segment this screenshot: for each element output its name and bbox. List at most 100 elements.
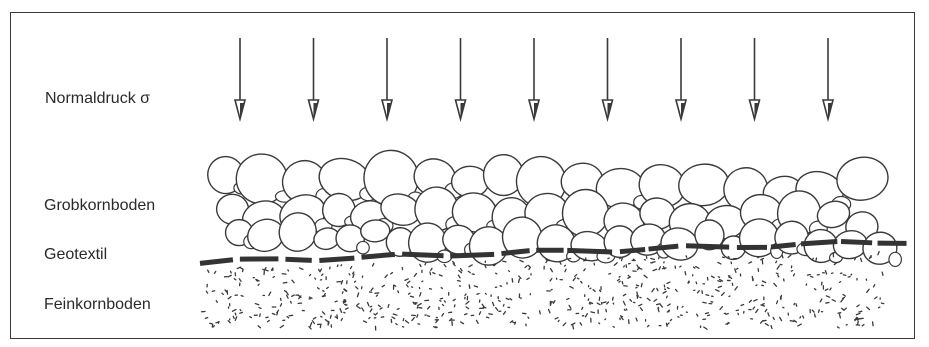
soil-grain: [626, 309, 627, 310]
soil-grain: [466, 301, 469, 304]
soil-grain: [659, 267, 660, 270]
soil-grain: [213, 326, 214, 327]
soil-grain: [528, 317, 529, 318]
soil-grain: [670, 320, 671, 321]
soil-grain: [720, 307, 722, 310]
soil-grain: [711, 276, 714, 277]
soil-grain: [353, 274, 354, 277]
soil-grain: [444, 264, 446, 266]
down-arrow-icon: [603, 38, 613, 119]
soil-grain: [624, 266, 625, 267]
soil-grain: [753, 307, 754, 309]
soil-grain: [407, 281, 409, 283]
soil-grain: [287, 295, 288, 298]
soil-grain: [468, 271, 470, 272]
soil-grain: [442, 314, 444, 316]
soil-grain: [237, 267, 240, 268]
soil-grain: [856, 319, 859, 320]
soil-grain: [436, 321, 438, 323]
soil-grain: [619, 281, 620, 282]
soil-grain: [550, 279, 552, 281]
soil-grain: [768, 313, 769, 316]
soil-grain: [309, 327, 311, 329]
soil-grain: [832, 300, 835, 302]
down-arrow-icon: [456, 38, 466, 119]
soil-grain: [337, 265, 338, 267]
soil-grain: [283, 282, 287, 283]
soil-grain: [406, 321, 409, 323]
soil-grain: [272, 314, 275, 315]
soil-grain: [385, 275, 387, 278]
soil-grain: [485, 293, 486, 294]
boulder: [677, 162, 731, 208]
soil-grain: [654, 299, 657, 301]
soil-grain: [819, 310, 820, 312]
soil-grain: [285, 291, 286, 292]
soil-grain: [420, 293, 421, 296]
soil-grain: [320, 269, 321, 272]
soil-grain: [608, 258, 609, 259]
down-arrow-icon: [676, 38, 686, 119]
soil-grain: [812, 258, 813, 260]
soil-grain: [591, 312, 594, 313]
soil-grain: [403, 319, 404, 321]
soil-grain: [637, 267, 639, 269]
soil-grain: [313, 317, 315, 319]
soil-grain: [580, 323, 581, 325]
soil-grain: [718, 262, 721, 264]
down-arrow-icon: [309, 38, 319, 119]
soil-grain: [529, 268, 530, 270]
soil-grain: [208, 270, 209, 272]
geotextile-segment: [361, 254, 394, 257]
soil-grain: [440, 301, 441, 302]
soil-grain: [504, 312, 506, 315]
soil-grain: [258, 326, 260, 328]
soil-grain: [815, 314, 816, 317]
soil-grain: [458, 281, 461, 282]
soil-grain: [873, 285, 874, 287]
soil-grain: [241, 268, 243, 269]
soil-grain: [648, 325, 649, 326]
down-arrow-icon: [235, 38, 245, 119]
soil-grain: [263, 269, 265, 270]
soil-grain: [621, 258, 622, 261]
soil-grain: [613, 297, 614, 300]
soil-grain: [603, 302, 606, 303]
soil-grain: [741, 305, 744, 306]
soil-grain: [500, 286, 502, 287]
soil-grain: [420, 264, 421, 266]
coarse-soil-label: Grobkornboden: [44, 197, 155, 215]
soil-grain: [667, 296, 668, 298]
soil-grain: [593, 290, 595, 292]
soil-grain: [697, 314, 698, 316]
soil-grain: [628, 277, 630, 278]
soil-grain: [840, 282, 841, 283]
soil-grain: [704, 327, 707, 329]
soil-grain: [362, 308, 364, 311]
soil-grain: [875, 297, 877, 299]
soil-grain: [812, 310, 814, 312]
soil-grain: [754, 300, 757, 301]
soil-grain: [318, 288, 320, 289]
soil-grain: [349, 274, 350, 275]
soil-grain: [342, 292, 343, 294]
soil-grain: [242, 269, 243, 271]
soil-grain: [722, 293, 725, 296]
normal-pressure-label: Normaldruck σ: [45, 90, 150, 108]
soil-grain: [652, 289, 654, 292]
soil-grain: [239, 279, 241, 282]
geotextile-segment: [649, 246, 679, 249]
soil-grain: [735, 269, 736, 273]
soil-grain: [341, 265, 342, 266]
soil-grain: [474, 286, 477, 287]
soil-grain: [465, 314, 467, 315]
soil-grain: [288, 270, 289, 271]
soil-grain: [716, 290, 719, 292]
soil-grain: [630, 299, 631, 301]
soil-grain: [459, 271, 462, 273]
soil-grain: [857, 305, 859, 307]
soil-grain: [605, 319, 606, 320]
soil-grain: [269, 292, 271, 295]
geotextile-label: Geotextil: [44, 246, 107, 264]
soil-grain: [800, 317, 801, 318]
